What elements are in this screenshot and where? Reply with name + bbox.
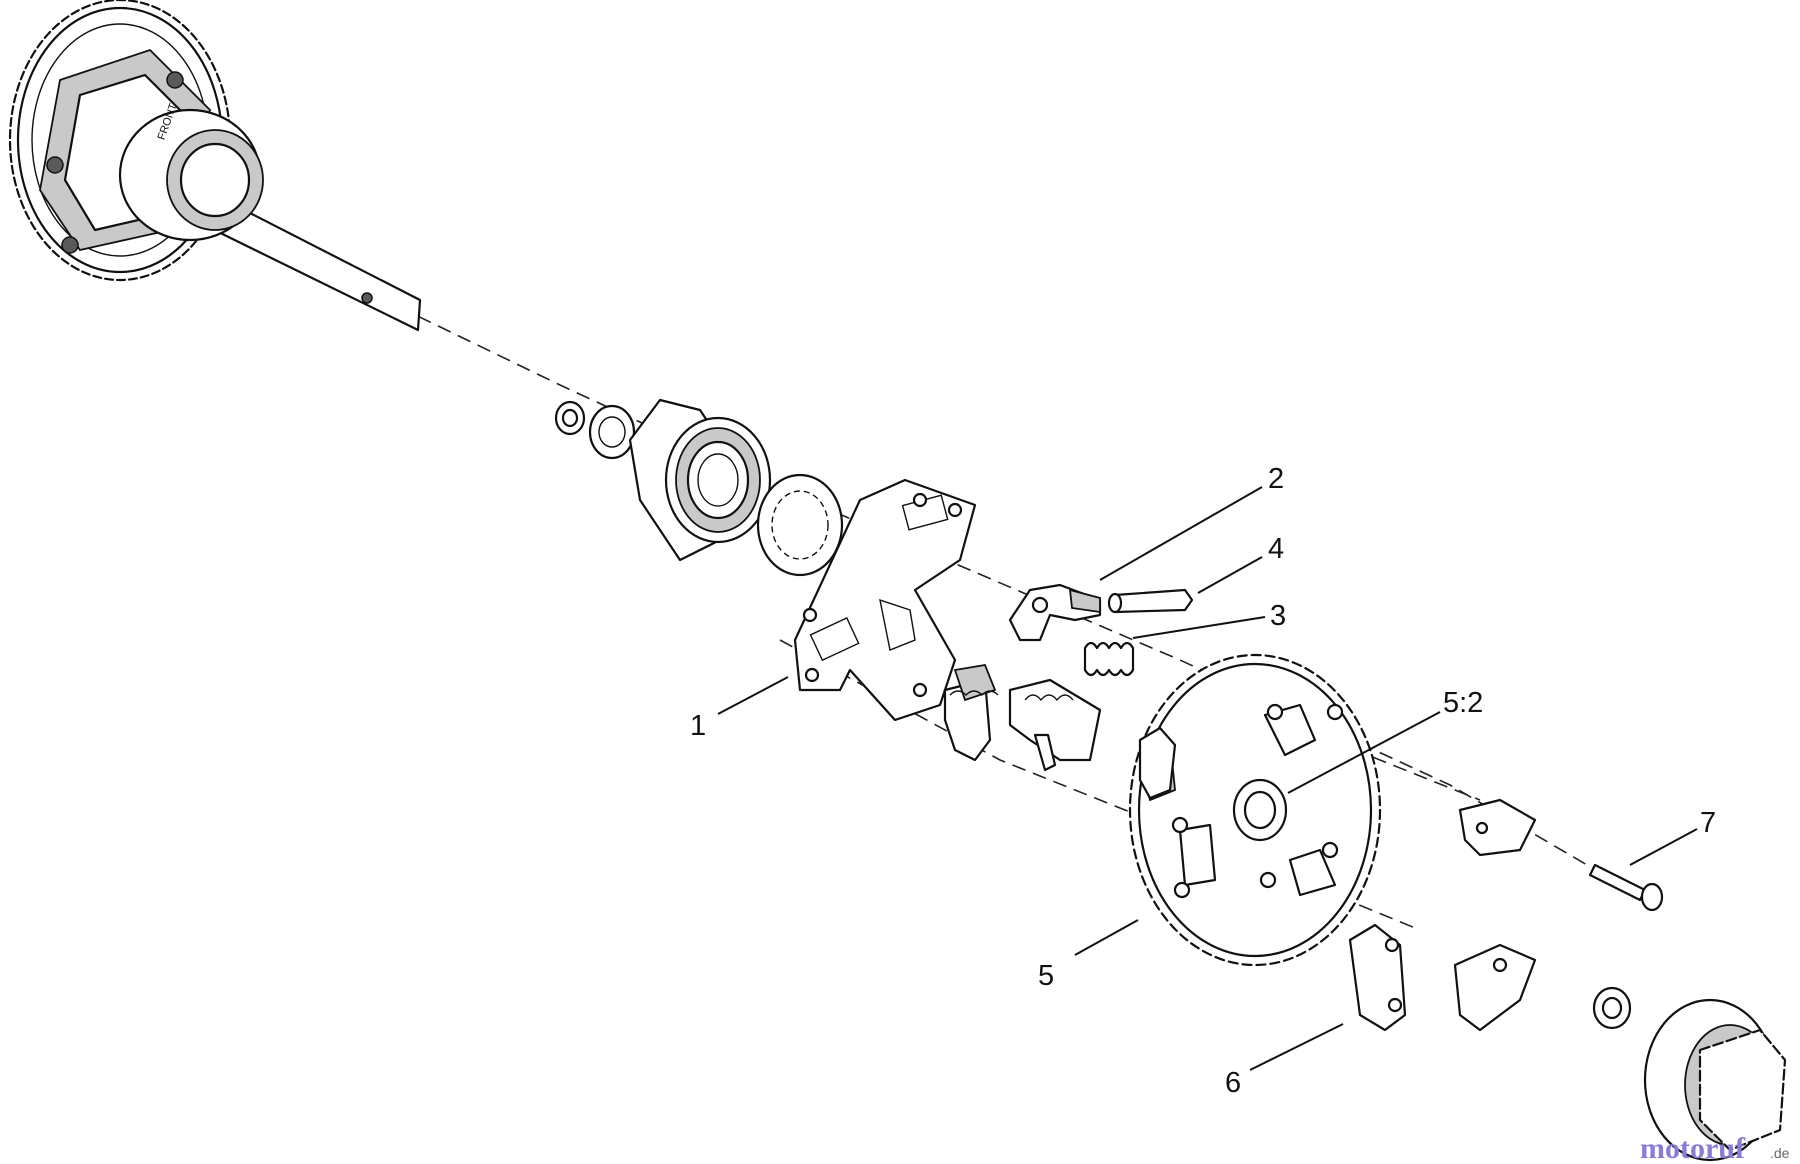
watermark-brand: motoruf xyxy=(1640,1132,1746,1164)
callout-leaders xyxy=(717,486,1698,1071)
main-sprocket xyxy=(1128,653,1382,967)
pawl-block-left xyxy=(943,663,997,762)
pinion-gear xyxy=(1643,998,1787,1162)
lower-washer xyxy=(1592,986,1632,1030)
small-washer xyxy=(554,400,586,436)
cam-weight-right xyxy=(1453,943,1537,1032)
callout-7: 7 xyxy=(1700,807,1716,839)
bearing-housing xyxy=(628,398,772,562)
callout-3: 3 xyxy=(1270,600,1286,632)
callout-6: 6 xyxy=(1225,1067,1241,1099)
upper-sprocket-assembly: FRONT xyxy=(8,0,422,332)
callout-4: 4 xyxy=(1268,533,1284,565)
latch-part xyxy=(1008,583,1102,642)
watermark-suffix: .de xyxy=(1770,1145,1790,1161)
spring-part xyxy=(1083,641,1135,677)
bracket-plate xyxy=(793,478,977,722)
thin-washer xyxy=(588,404,636,460)
bolt-part xyxy=(1588,863,1664,912)
spring-lower xyxy=(949,690,999,696)
callout-5-2: 5:2 xyxy=(1443,687,1483,719)
callout-2: 2 xyxy=(1268,463,1284,495)
cam-weight-left xyxy=(1348,923,1407,1032)
pawl-center xyxy=(1008,678,1102,772)
callout-1: 1 xyxy=(690,710,706,742)
pawl-block-right xyxy=(1458,798,1537,857)
assembly-axis-lines xyxy=(239,229,1631,931)
large-flat-washer xyxy=(756,473,844,577)
callout-5: 5 xyxy=(1038,960,1054,992)
motoruf-watermark: motoruf .de xyxy=(1640,1132,1790,1164)
pin-part xyxy=(1107,588,1194,614)
